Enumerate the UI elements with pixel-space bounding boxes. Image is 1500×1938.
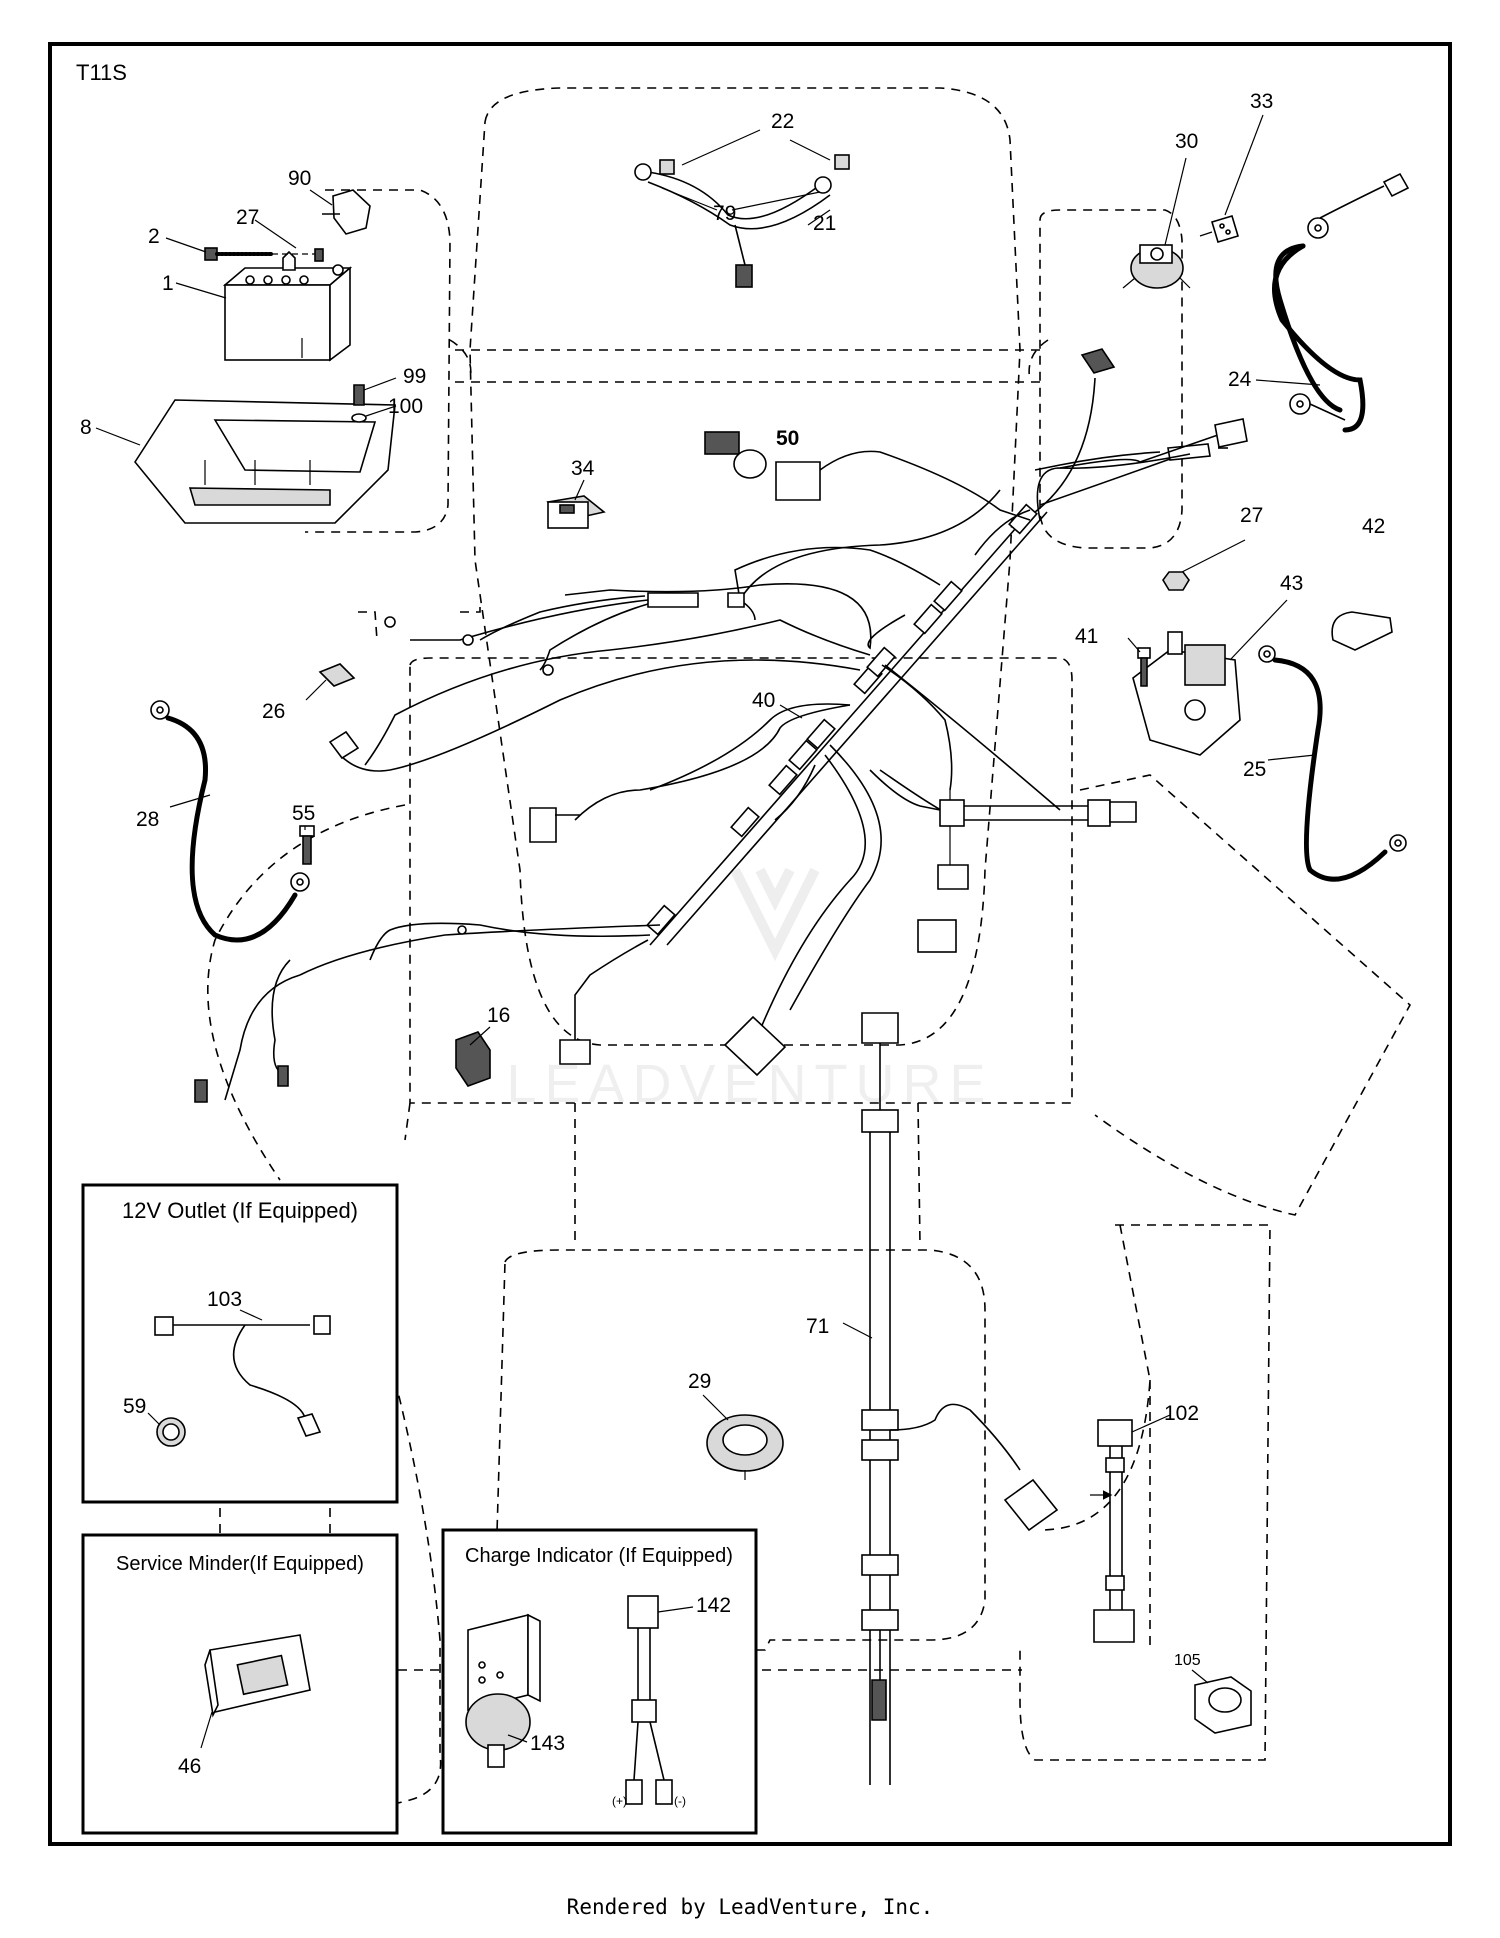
- callout-25: 25: [1243, 758, 1266, 781]
- ignition-key: [1199, 215, 1239, 243]
- callout-59: 59: [123, 1395, 146, 1418]
- battery-cable-24: [1272, 172, 1410, 433]
- diagram-frame: [48, 42, 1452, 1846]
- watermark: LEADVENTURE: [506, 867, 986, 1114]
- battery-area-outline: [305, 189, 451, 533]
- left-fender-outline: [207, 804, 406, 1181]
- relay-105: [1194, 1676, 1252, 1734]
- callout-30: 30: [1175, 130, 1198, 153]
- callout-29: 29: [688, 1370, 711, 1393]
- page-code: T11S: [76, 60, 127, 85]
- box-charge-indicator: Charge Indicator (If Equipped) (+) (-): [441, 1528, 758, 1835]
- box-service-minder: Service Minder(If Equipped): [81, 1533, 399, 1835]
- callout-100: 100: [388, 395, 423, 418]
- harness-102: [1090, 1419, 1135, 1643]
- callout-143: 143: [530, 1732, 565, 1755]
- callout-40: 40: [752, 689, 775, 712]
- callout-50: 50: [776, 427, 799, 450]
- outlet-box-title: 12V Outlet (If Equipped): [122, 1198, 358, 1223]
- ground-cable-28: [150, 700, 310, 943]
- dash-panel-outline: [409, 657, 1073, 1104]
- callout-16: 16: [487, 1004, 510, 1027]
- tray-bolt-washer: [351, 384, 367, 423]
- callout-79: 79: [713, 202, 736, 225]
- terminal-boot: [1331, 611, 1393, 651]
- callout-8: 8: [80, 416, 92, 439]
- callout-42: 42: [1362, 515, 1385, 538]
- headlight-harness: [647, 171, 831, 288]
- callout-26: 26: [262, 700, 285, 723]
- callout-22: 22: [771, 110, 794, 133]
- callout-27a: 27: [236, 206, 259, 229]
- ignition-switch: [1122, 244, 1191, 289]
- callout-27b: 27: [1240, 504, 1263, 527]
- callout-142: 142: [696, 1594, 731, 1617]
- solenoid: [1132, 631, 1241, 756]
- callout-105: 105: [1174, 1652, 1201, 1669]
- callout-21: 21: [813, 212, 836, 235]
- plus-label: (+): [612, 1794, 627, 1808]
- rear-harness: [861, 1012, 1059, 1785]
- leader-lines: [95, 114, 1321, 1749]
- battery-cover: [322, 189, 371, 235]
- callout-2: 2: [148, 225, 160, 248]
- hood-outline: [469, 87, 1021, 1046]
- callout-90: 90: [288, 167, 311, 190]
- battery-tray: [134, 399, 396, 524]
- fuse: [318, 663, 356, 687]
- callout-labels: 1 2 8 27 90 99 100 22 79 21 30 33 24 34 …: [80, 90, 1385, 1778]
- rear-area-outline: [1019, 1224, 1271, 1761]
- headlight-bulb-right: [814, 154, 850, 194]
- pto-switch: [546, 495, 606, 529]
- headlight-bulb-left: [634, 159, 675, 181]
- horn: [706, 1414, 784, 1480]
- tractor-outline: [207, 87, 1412, 1821]
- callout-46: 46: [178, 1755, 201, 1778]
- minus-label: (-): [674, 1794, 686, 1808]
- box-12v-outlet: 12V Outlet (If Equipped): [81, 1183, 399, 1504]
- main-harness: [194, 348, 1248, 1103]
- callout-24: 24: [1228, 368, 1252, 391]
- seat-area-outline: [494, 1249, 986, 1651]
- footer-credit: Rendered by LeadVenture, Inc.: [566, 1895, 934, 1919]
- light-switch: [704, 431, 767, 479]
- battery: [222, 250, 353, 362]
- battery-bolt: [204, 247, 324, 262]
- ground-bolt: [299, 825, 315, 865]
- solenoid-bolt: [1137, 647, 1151, 687]
- callout-55: 55: [292, 802, 315, 825]
- callout-34: 34: [571, 457, 595, 480]
- callout-71: 71: [806, 1315, 829, 1338]
- callout-33: 33: [1250, 90, 1273, 113]
- charge-box-title: Charge Indicator (If Equipped): [465, 1545, 733, 1567]
- battery-cable-25: [1258, 645, 1407, 882]
- solenoid-nut: [1162, 571, 1190, 591]
- seat-switch-16: [455, 1031, 491, 1087]
- ignition-area-outline: [1039, 209, 1183, 549]
- callout-41: 41: [1075, 625, 1098, 648]
- callout-43: 43: [1280, 572, 1303, 595]
- callout-99: 99: [403, 365, 426, 388]
- callout-102: 102: [1164, 1402, 1199, 1425]
- callout-103: 103: [207, 1288, 242, 1311]
- right-fender-outline: [1079, 774, 1412, 1216]
- service-box-title: Service Minder(If Equipped): [116, 1553, 364, 1575]
- callout-1: 1: [162, 272, 174, 295]
- callout-28: 28: [136, 808, 159, 831]
